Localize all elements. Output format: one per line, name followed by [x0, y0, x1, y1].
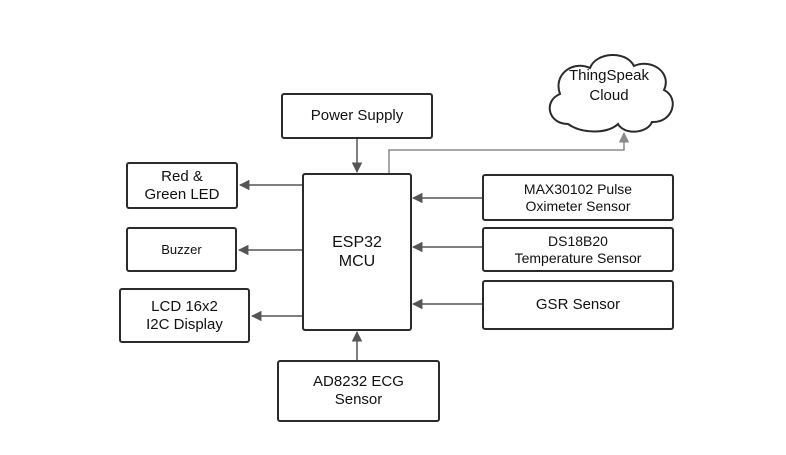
- mcu-label-line1: ESP32: [332, 233, 382, 251]
- power-supply-label: Power Supply: [310, 107, 404, 124]
- power-supply-block: Power Supply: [281, 93, 433, 139]
- ds18b20-block: DS18B20 Temperature Sensor: [482, 227, 674, 272]
- cloud-label-line1: ThingSpeak: [568, 67, 650, 84]
- led-label-line2: Green LED: [144, 185, 220, 203]
- ds18b20-label-line1: DS18B20: [548, 232, 608, 249]
- thingspeak-cloud: ThingSpeak Cloud: [556, 66, 662, 107]
- ecg-block: AD8232 ECG Sensor: [277, 360, 440, 422]
- cloud-label-line2: Cloud: [589, 87, 629, 105]
- buzzer-block: Buzzer: [126, 227, 237, 272]
- mcu-to-cloud-arrow: [388, 131, 630, 174]
- max30102-label-line2: Oximeter Sensor: [525, 197, 631, 214]
- lcd-label-line1: LCD 16x2: [151, 297, 218, 315]
- led-block: Red & Green LED: [126, 162, 238, 209]
- led-label-line1: Red &: [161, 167, 203, 185]
- cloud-shape: [548, 53, 674, 133]
- mcu-label-line2: MCU: [338, 253, 376, 270]
- lcd-label-line2: I2C Display: [146, 315, 223, 333]
- lcd-block: LCD 16x2 I2C Display: [119, 288, 250, 343]
- max30102-label-line1: MAX30102 Pulse: [523, 180, 633, 197]
- buzzer-label: Buzzer: [161, 241, 202, 257]
- ecg-label-line1: AD8232 ECG: [313, 373, 404, 390]
- gsr-block: GSR Sensor: [482, 280, 674, 330]
- ds18b20-label-line2: Temperature Sensor: [514, 249, 642, 266]
- esp32-mcu-block: ESP32 MCU: [302, 173, 412, 331]
- max30102-block: MAX30102 Pulse Oximeter Sensor: [482, 174, 674, 221]
- ecg-label-line2: Sensor: [334, 391, 383, 408]
- gsr-label: GSR Sensor: [535, 296, 621, 313]
